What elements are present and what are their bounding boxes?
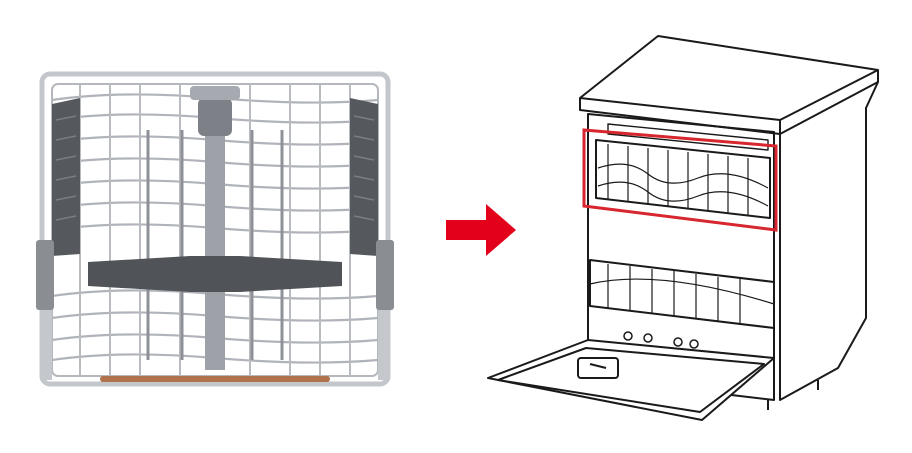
spray-nozzles: [623, 331, 699, 349]
right-height-adjuster: [376, 240, 394, 310]
upper-basket: [595, 139, 771, 219]
dishwasher-illustration: [487, 35, 879, 421]
basket-handle: [100, 376, 330, 382]
dishwasher-tub: [587, 113, 775, 401]
right-arrow: [440, 200, 520, 260]
cutlery-tray: [607, 123, 769, 151]
dishwasher-top: [579, 35, 879, 121]
spray-arm: [88, 256, 342, 292]
pipe-connector: [198, 98, 232, 136]
left-flap: [52, 98, 80, 256]
water-pipe: [205, 100, 225, 370]
lower-basket: [589, 259, 775, 329]
left-height-adjuster: [36, 240, 54, 310]
upper-basket-highlight: [582, 128, 778, 232]
upper-basket-photo: [30, 60, 400, 400]
dishwasher-line-drawing: [478, 28, 898, 438]
right-arrow-icon: [446, 204, 516, 256]
basket-frame: [39, 71, 391, 387]
dishwasher-door: [487, 339, 775, 421]
upper-basket-illustration: [36, 71, 394, 387]
right-flap: [350, 98, 378, 256]
basket-tines: [146, 130, 284, 360]
detergent-dispenser: [577, 357, 619, 379]
